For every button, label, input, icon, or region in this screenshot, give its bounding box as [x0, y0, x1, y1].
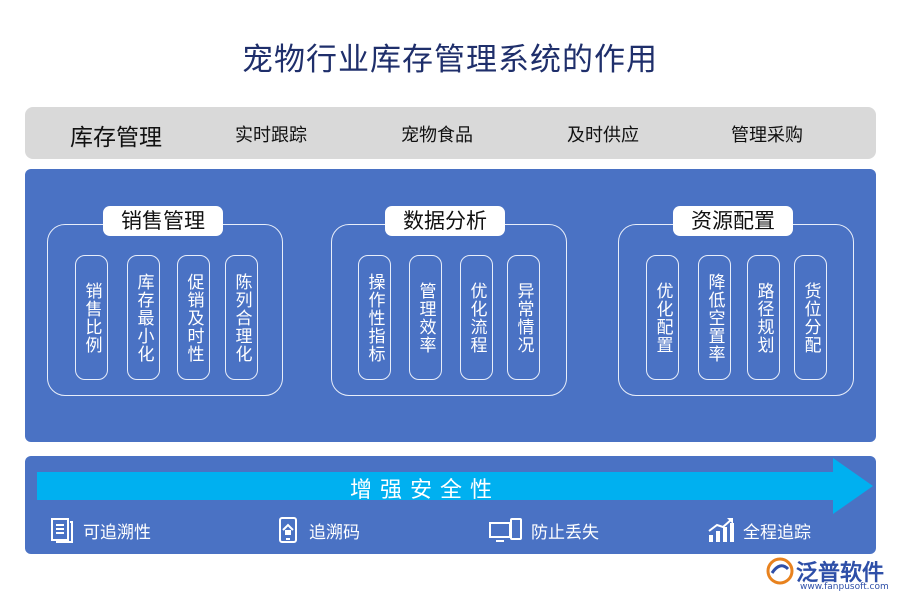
item-route-planning: 路径规划: [747, 255, 780, 380]
feature-label: 可追溯性: [83, 522, 151, 543]
feature-label: 防止丢失: [531, 522, 599, 543]
security-panel: 增强安全性 可追溯性 追溯码 防止丢失: [25, 456, 876, 554]
item-min-inventory: 库存最小化: [127, 255, 160, 380]
item-exceptions: 异常情况: [507, 255, 540, 380]
feature-trace-code: 追溯码: [275, 516, 360, 544]
feature-full-tracking: 全程追踪: [707, 516, 811, 544]
item-sales-ratio: 销售比例: [75, 255, 108, 380]
document-icon: [51, 518, 73, 543]
logo-url: www.fanpusoft.com: [800, 582, 889, 592]
devices-icon: [489, 518, 522, 542]
item-management-efficiency: 管理效率: [409, 255, 442, 380]
item-slot-allocation: 货位分配: [794, 255, 827, 380]
arrow-label: 增强安全性: [349, 478, 500, 503]
group-label-data-analysis: 数据分析: [385, 206, 505, 236]
mobile-home-icon: [279, 517, 297, 543]
main-panel: 销售管理 销售比例 库存最小化 促销及时性 陈列合理化 数据分析 操作性指标 管…: [25, 169, 876, 442]
topbar-item-inventory: 库存管理: [70, 125, 162, 151]
logo-icon: [766, 557, 794, 585]
item-optimize-allocation: 优化配置: [646, 255, 679, 380]
topbar-item-procurement: 管理采购: [731, 125, 803, 146]
feature-label: 追溯码: [309, 522, 360, 543]
topbar-item-supply: 及时供应: [567, 125, 639, 146]
feature-traceability: 可追溯性: [49, 516, 151, 544]
group-label-resource-allocation: 资源配置: [673, 206, 793, 236]
brand-logo: 泛普软件 www.fanpusoft.com: [766, 555, 896, 597]
topbar-item-pet-food: 宠物食品: [401, 125, 473, 146]
arrow-shape: [37, 458, 873, 514]
item-display-rational: 陈列合理化: [225, 255, 258, 380]
item-optimize-process: 优化流程: [460, 255, 493, 380]
feature-prevent-loss: 防止丢失: [489, 516, 599, 544]
top-banner: 库存管理 实时跟踪 宠物食品 及时供应 管理采购: [25, 107, 876, 159]
page-title: 宠物行业库存管理系统的作用: [242, 42, 658, 78]
logo-brand: 泛普软件: [796, 561, 885, 586]
item-reduce-vacancy: 降低空置率: [698, 255, 731, 380]
item-operational-metrics: 操作性指标: [358, 255, 391, 380]
topbar-item-tracking: 实时跟踪: [235, 125, 307, 146]
feature-label: 全程追踪: [743, 522, 811, 543]
trend-chart-icon: [708, 518, 734, 542]
item-promo-timely: 促销及时性: [177, 255, 210, 380]
group-label-sales: 销售管理: [103, 206, 223, 236]
